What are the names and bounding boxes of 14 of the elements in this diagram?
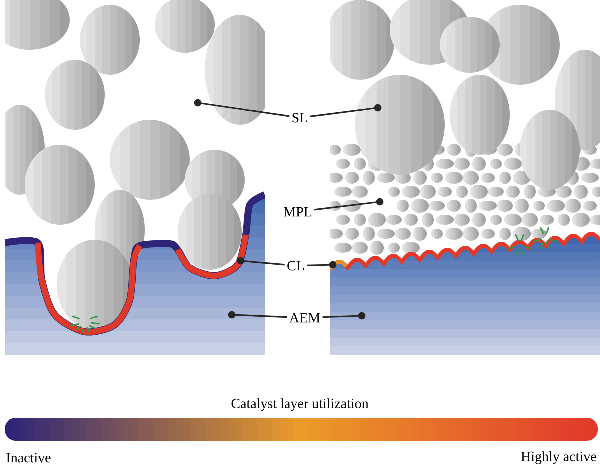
leader-line [194, 99, 290, 118]
leader-line [237, 257, 285, 266]
scale-label: Highly active [521, 452, 596, 464]
layer-label: SL [292, 113, 308, 123]
scale-label: Inactive [6, 453, 51, 463]
leader-line [228, 311, 288, 319]
scale-label: Catalyst layer utilization [232, 398, 369, 412]
layer-label: MPL [284, 207, 312, 217]
layer-label: CL [288, 261, 304, 271]
leader-line [310, 104, 382, 118]
leader-line [314, 198, 384, 211]
layer-label: AEM [290, 313, 320, 323]
leader-line [322, 312, 366, 320]
leader-line [307, 261, 337, 269]
